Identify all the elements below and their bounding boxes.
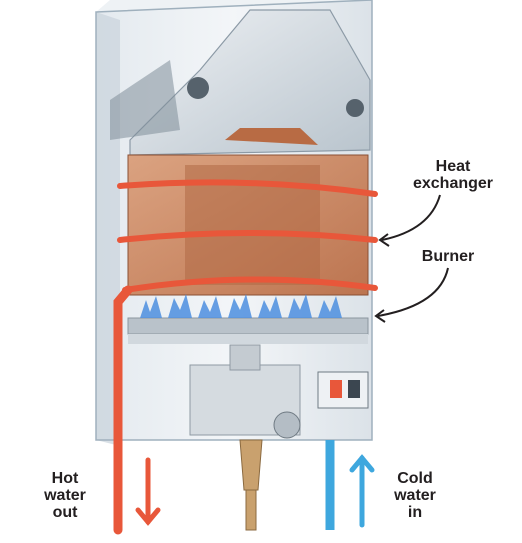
- cold-water-arrow: [352, 458, 372, 525]
- hot-water-arrow: [138, 460, 158, 522]
- heat-exchanger-pointer: [380, 195, 440, 246]
- heat-exchanger-label: Heat exchanger: [398, 158, 508, 192]
- burner: [128, 318, 368, 344]
- control-switch: [318, 372, 368, 408]
- cold-water-in-label: Cold water in: [385, 470, 445, 521]
- burner-pointer: [376, 268, 448, 322]
- burner-label: Burner: [408, 248, 488, 265]
- hot-water-out-label: Hot water out: [35, 470, 95, 521]
